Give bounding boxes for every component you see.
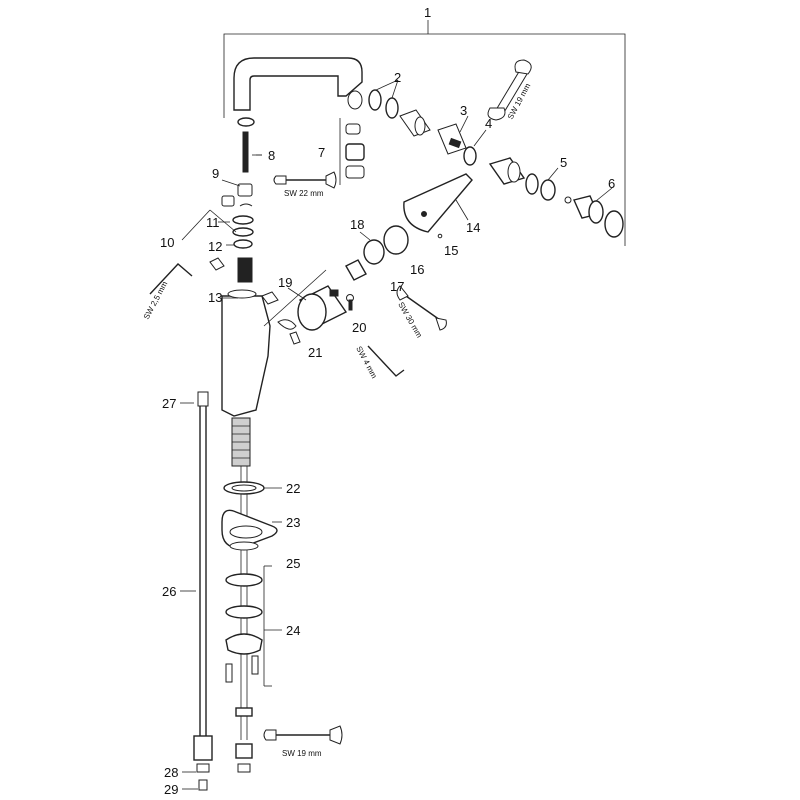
label-19: 19 (278, 275, 292, 290)
allen-key-sw25-icon: SW 2,5 mm (142, 263, 193, 321)
allen-key-sw25-label: SW 2,5 mm (142, 280, 170, 321)
label-20: 20 (352, 320, 366, 335)
part-21-lever (277, 319, 301, 345)
label-22: 22 (286, 481, 300, 496)
wrench-sw19-bottom-label: SW 19 mm (282, 749, 322, 758)
label-1: 1 (424, 5, 431, 20)
wrench-sw22-icon: SW 22 mm (273, 171, 337, 198)
wrench-sw30-icon: SW 30 mm (396, 285, 447, 340)
label-8: 8 (268, 148, 275, 163)
label-17: 17 (390, 279, 404, 294)
part-labels: 1 2 3 4 5 6 7 8 9 10 11 12 13 14 15 16 1… (160, 5, 615, 797)
part-19-cartridge (263, 269, 348, 331)
part-4-nut (463, 129, 487, 166)
label-3: 3 (460, 103, 467, 118)
part-14-cone-cap (403, 173, 473, 239)
label-4: 4 (485, 116, 492, 131)
wrench-sw19-bottom-icon: SW 19 mm (263, 725, 343, 758)
label-26: 26 (162, 584, 176, 599)
label-13: 13 (208, 290, 222, 305)
spout-tube (233, 57, 363, 111)
bracket-part-1 (223, 20, 626, 246)
label-11: 11 (206, 215, 220, 230)
part-23-plate (221, 509, 278, 551)
label-18: 18 (350, 217, 364, 232)
allen-key-sw4-label: SW 4 mm (354, 345, 379, 381)
label-24: 24 (286, 623, 300, 638)
label-6: 6 (608, 176, 615, 191)
label-25: 25 (286, 556, 300, 571)
leader-lines (180, 154, 282, 790)
allen-key-sw4-icon: SW 4 mm (354, 345, 405, 381)
wrench-sw19-top-icon: SW 19 mm (487, 59, 532, 121)
label-29: 29 (164, 782, 178, 797)
label-23: 23 (286, 515, 300, 530)
label-5: 5 (560, 155, 567, 170)
part-5-coupler (488, 157, 572, 204)
wrench-sw22-label: SW 22 mm (284, 189, 324, 198)
parts-9-12-stack (181, 179, 254, 249)
part-22-washer (223, 481, 265, 495)
label-27: 27 (162, 396, 176, 411)
parts-16-18-rings (345, 225, 409, 281)
part-3-check-valve (437, 115, 469, 155)
label-21: 21 (308, 345, 322, 360)
parts-24-25-mount (225, 565, 272, 687)
label-10: 10 (160, 235, 174, 250)
label-2: 2 (394, 70, 401, 85)
adapter-part (399, 109, 431, 137)
label-28: 28 (164, 765, 178, 780)
part-13-clip (209, 257, 279, 305)
label-16: 16 (410, 262, 424, 277)
label-9: 9 (212, 166, 219, 181)
part-20-screw (346, 294, 354, 311)
label-7: 7 (318, 145, 325, 160)
threaded-pipe (231, 417, 251, 740)
label-15: 15 (444, 243, 458, 258)
bottom-fitting (235, 707, 253, 773)
part-2-seals (368, 79, 399, 119)
label-12: 12 (208, 239, 222, 254)
hose-26 (193, 391, 213, 791)
part-7-aerator (339, 118, 365, 185)
part-6-end-cap (573, 187, 624, 238)
mixer-body (221, 257, 271, 417)
label-14: 14 (466, 220, 480, 235)
part-8-screw (237, 117, 262, 173)
